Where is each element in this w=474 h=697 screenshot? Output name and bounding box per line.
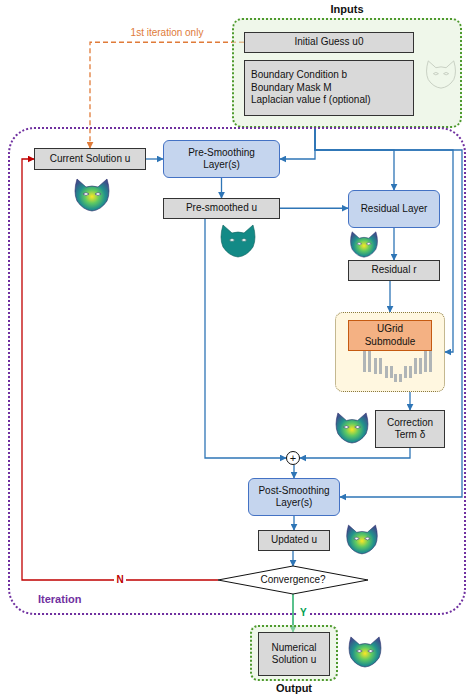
edge-label: Y — [298, 607, 309, 619]
box-text: Convergence? — [260, 574, 325, 587]
state-box: Current Solution u — [34, 148, 146, 170]
box-text: UGrid Submodule — [348, 320, 432, 351]
box-text: Boundary Condition b — [251, 69, 347, 82]
updated-field-icon — [347, 525, 378, 554]
flow-arrow — [409, 392, 410, 410]
solution-field-icon — [75, 179, 109, 211]
flow-arrow — [280, 128, 315, 159]
edge-label: 1st iteration only — [129, 27, 206, 39]
box-text: Residual r — [371, 264, 416, 277]
box-text: Boundary Mask M — [251, 82, 332, 95]
flow-arrow — [292, 551, 293, 567]
box-text: Post-Smoothing Layer(s) — [257, 485, 331, 510]
decision-diamond: Convergence? — [218, 566, 368, 594]
flow-arrow — [300, 448, 410, 458]
flow-arrow — [22, 159, 218, 580]
submodule-box: UGrid Submodule — [335, 312, 445, 392]
box-text: Current Solution u — [50, 153, 131, 166]
layer-box: Post-Smoothing Layer(s) — [248, 478, 340, 516]
flow-arrow — [146, 158, 163, 159]
flow-arrow — [315, 128, 462, 497]
edge-label: N — [114, 574, 125, 586]
smoothed-field-icon — [221, 225, 255, 257]
layer-box: Pre-Smoothing Layer(s) — [163, 140, 280, 178]
panel-heading: Output — [252, 682, 336, 696]
box-text: + — [290, 453, 296, 464]
flow-arrow — [293, 465, 294, 478]
input-box: Boundary Condition bBoundary Mask MLapla… — [244, 60, 414, 116]
state-box: Pre-smoothed u — [163, 198, 280, 219]
box-text: Numerical Solution u — [264, 642, 324, 667]
box-text: Pre-smoothed u — [186, 202, 257, 215]
flow-arrow — [90, 42, 244, 148]
residual-field-icon — [351, 232, 378, 257]
correction-field-icon — [336, 413, 368, 443]
box-text: Initial Guess u0 — [295, 36, 364, 49]
sum-node: + — [286, 451, 300, 465]
iteration-region: Iteration Current Solution u Pre-Smoothing… — [8, 127, 466, 615]
box-text: Laplacian value f (optional) — [251, 94, 371, 107]
input-box: Initial Guess u0 — [244, 32, 414, 53]
flow-arrow — [389, 281, 390, 313]
input-panel: InputsInitial Guess u0Boundary Condition… — [232, 18, 462, 128]
state-box: Correction Term δ — [375, 410, 445, 448]
output-box: Numerical Solution u — [258, 632, 330, 676]
output-field-icon — [349, 637, 381, 667]
panel-heading: Inputs — [234, 3, 460, 17]
flow-arrow — [315, 128, 394, 190]
output-panel: OutputNumerical Solution u — [250, 625, 338, 681]
layer-box: Residual Layer — [348, 190, 440, 228]
flow-arrow — [393, 228, 394, 260]
box-text: Residual Layer — [361, 203, 428, 216]
state-box: Updated u — [258, 530, 330, 551]
box-text: Correction Term δ — [381, 417, 439, 442]
box-text: Updated u — [271, 534, 317, 547]
flow-arrow — [221, 178, 222, 198]
state-box: Residual r — [348, 260, 440, 281]
flow-arrow — [205, 219, 286, 459]
panel-heading: Iteration — [38, 593, 81, 607]
flow-arrow — [293, 516, 294, 530]
flow-arrow — [280, 208, 348, 209]
box-text: Pre-Smoothing Layer(s) — [172, 147, 271, 172]
